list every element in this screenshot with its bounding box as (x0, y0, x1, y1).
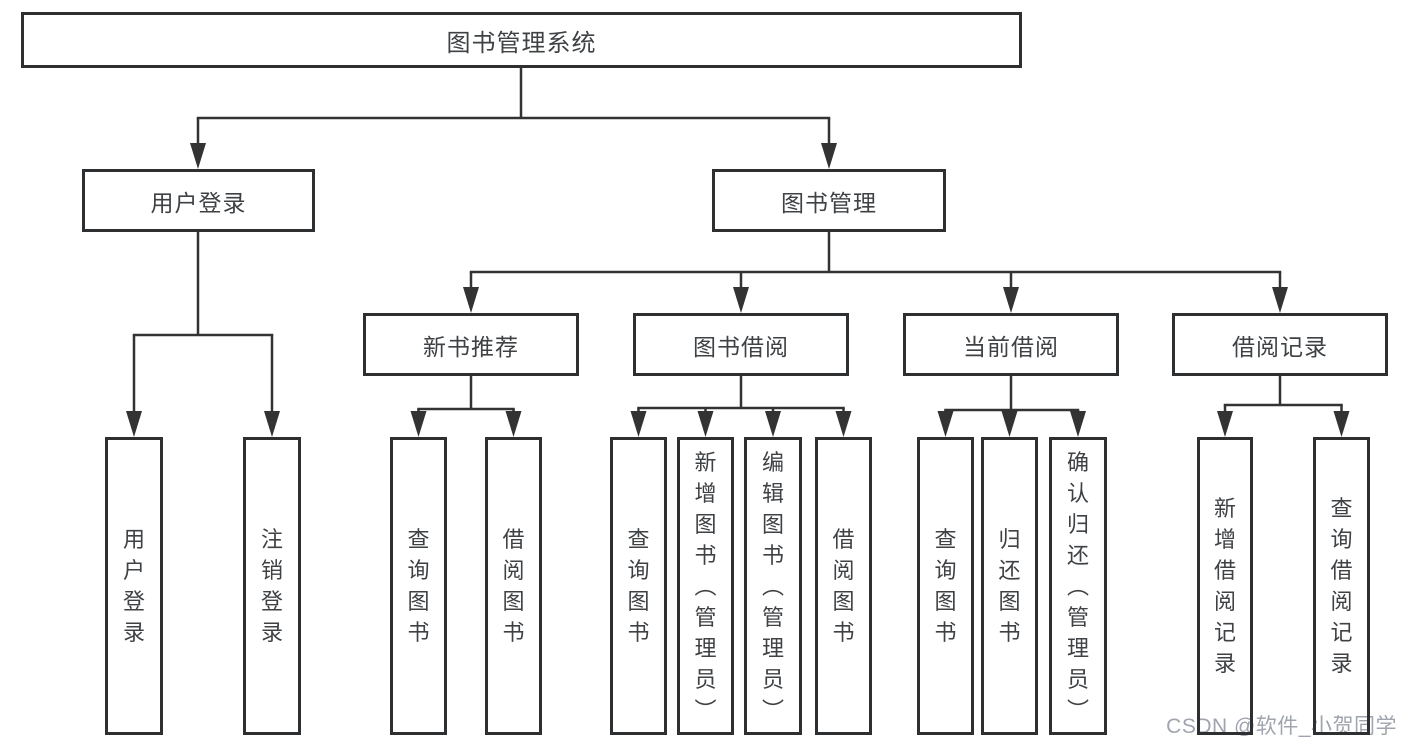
node-borrow-records-label: 借阅记录 (1232, 333, 1328, 360)
leaf-query-book-current-label: 查询图书 (934, 527, 957, 645)
leaf-query-borrow-record-label: 查询借阅记录 (1330, 496, 1353, 676)
leaf-confirm-return-admin-label: 确认归还︵管理员︶ (1066, 449, 1089, 723)
leaf-edit-book-admin: 编辑图书︵管理员︶ (744, 437, 802, 735)
node-user-login: 用户登录 (82, 169, 315, 232)
node-user-login-label: 用户登录 (150, 189, 247, 216)
node-book-management: 图书管理 (712, 169, 946, 232)
leaf-query-book-recommend: 查询图书 (390, 437, 447, 735)
leaf-borrow-book-label: 借阅图书 (832, 527, 855, 645)
node-root: 图书管理系统 (21, 12, 1022, 68)
node-current-borrow-label: 当前借阅 (963, 333, 1059, 360)
node-new-book-recommend: 新书推荐 (363, 313, 579, 376)
leaf-user-login: 用户登录 (105, 437, 163, 735)
leaf-query-book-recommend-label: 查询图书 (407, 527, 430, 645)
leaf-user-login-label: 用户登录 (122, 527, 145, 645)
node-current-borrow: 当前借阅 (903, 313, 1119, 376)
leaf-add-borrow-record: 新增借阅记录 (1197, 437, 1253, 735)
leaf-return-book-label: 归还图书 (998, 527, 1021, 645)
leaf-confirm-return-admin: 确认归还︵管理员︶ (1049, 437, 1107, 735)
leaf-add-borrow-record-label: 新增借阅记录 (1213, 496, 1236, 676)
leaf-borrow-book: 借阅图书 (815, 437, 872, 735)
leaf-logout-label: 注销登录 (260, 527, 283, 645)
leaf-borrow-book-recommend-label: 借阅图书 (502, 527, 525, 645)
leaf-query-book-current: 查询图书 (917, 437, 974, 735)
node-book-management-label: 图书管理 (781, 189, 877, 216)
node-new-book-recommend-label: 新书推荐 (423, 333, 519, 360)
node-root-label: 图书管理系统 (446, 29, 597, 57)
leaf-query-borrow-record: 查询借阅记录 (1313, 437, 1370, 735)
leaf-add-book-admin: 新增图书︵管理员︶ (677, 437, 734, 735)
node-book-borrow: 图书借阅 (633, 313, 849, 376)
node-borrow-records: 借阅记录 (1172, 313, 1388, 376)
leaf-add-book-admin-label: 新增图书︵管理员︶ (694, 449, 717, 723)
leaf-borrow-book-recommend: 借阅图书 (485, 437, 542, 735)
leaf-logout: 注销登录 (243, 437, 301, 735)
leaf-query-book-borrow-label: 查询图书 (627, 527, 650, 645)
watermark: CSDN @软件_小贺同学 (1166, 715, 1397, 738)
leaf-return-book: 归还图书 (981, 437, 1038, 735)
node-book-borrow-label: 图书借阅 (693, 333, 789, 360)
leaf-edit-book-admin-label: 编辑图书︵管理员︶ (761, 449, 784, 723)
leaf-query-book-borrow: 查询图书 (610, 437, 667, 735)
